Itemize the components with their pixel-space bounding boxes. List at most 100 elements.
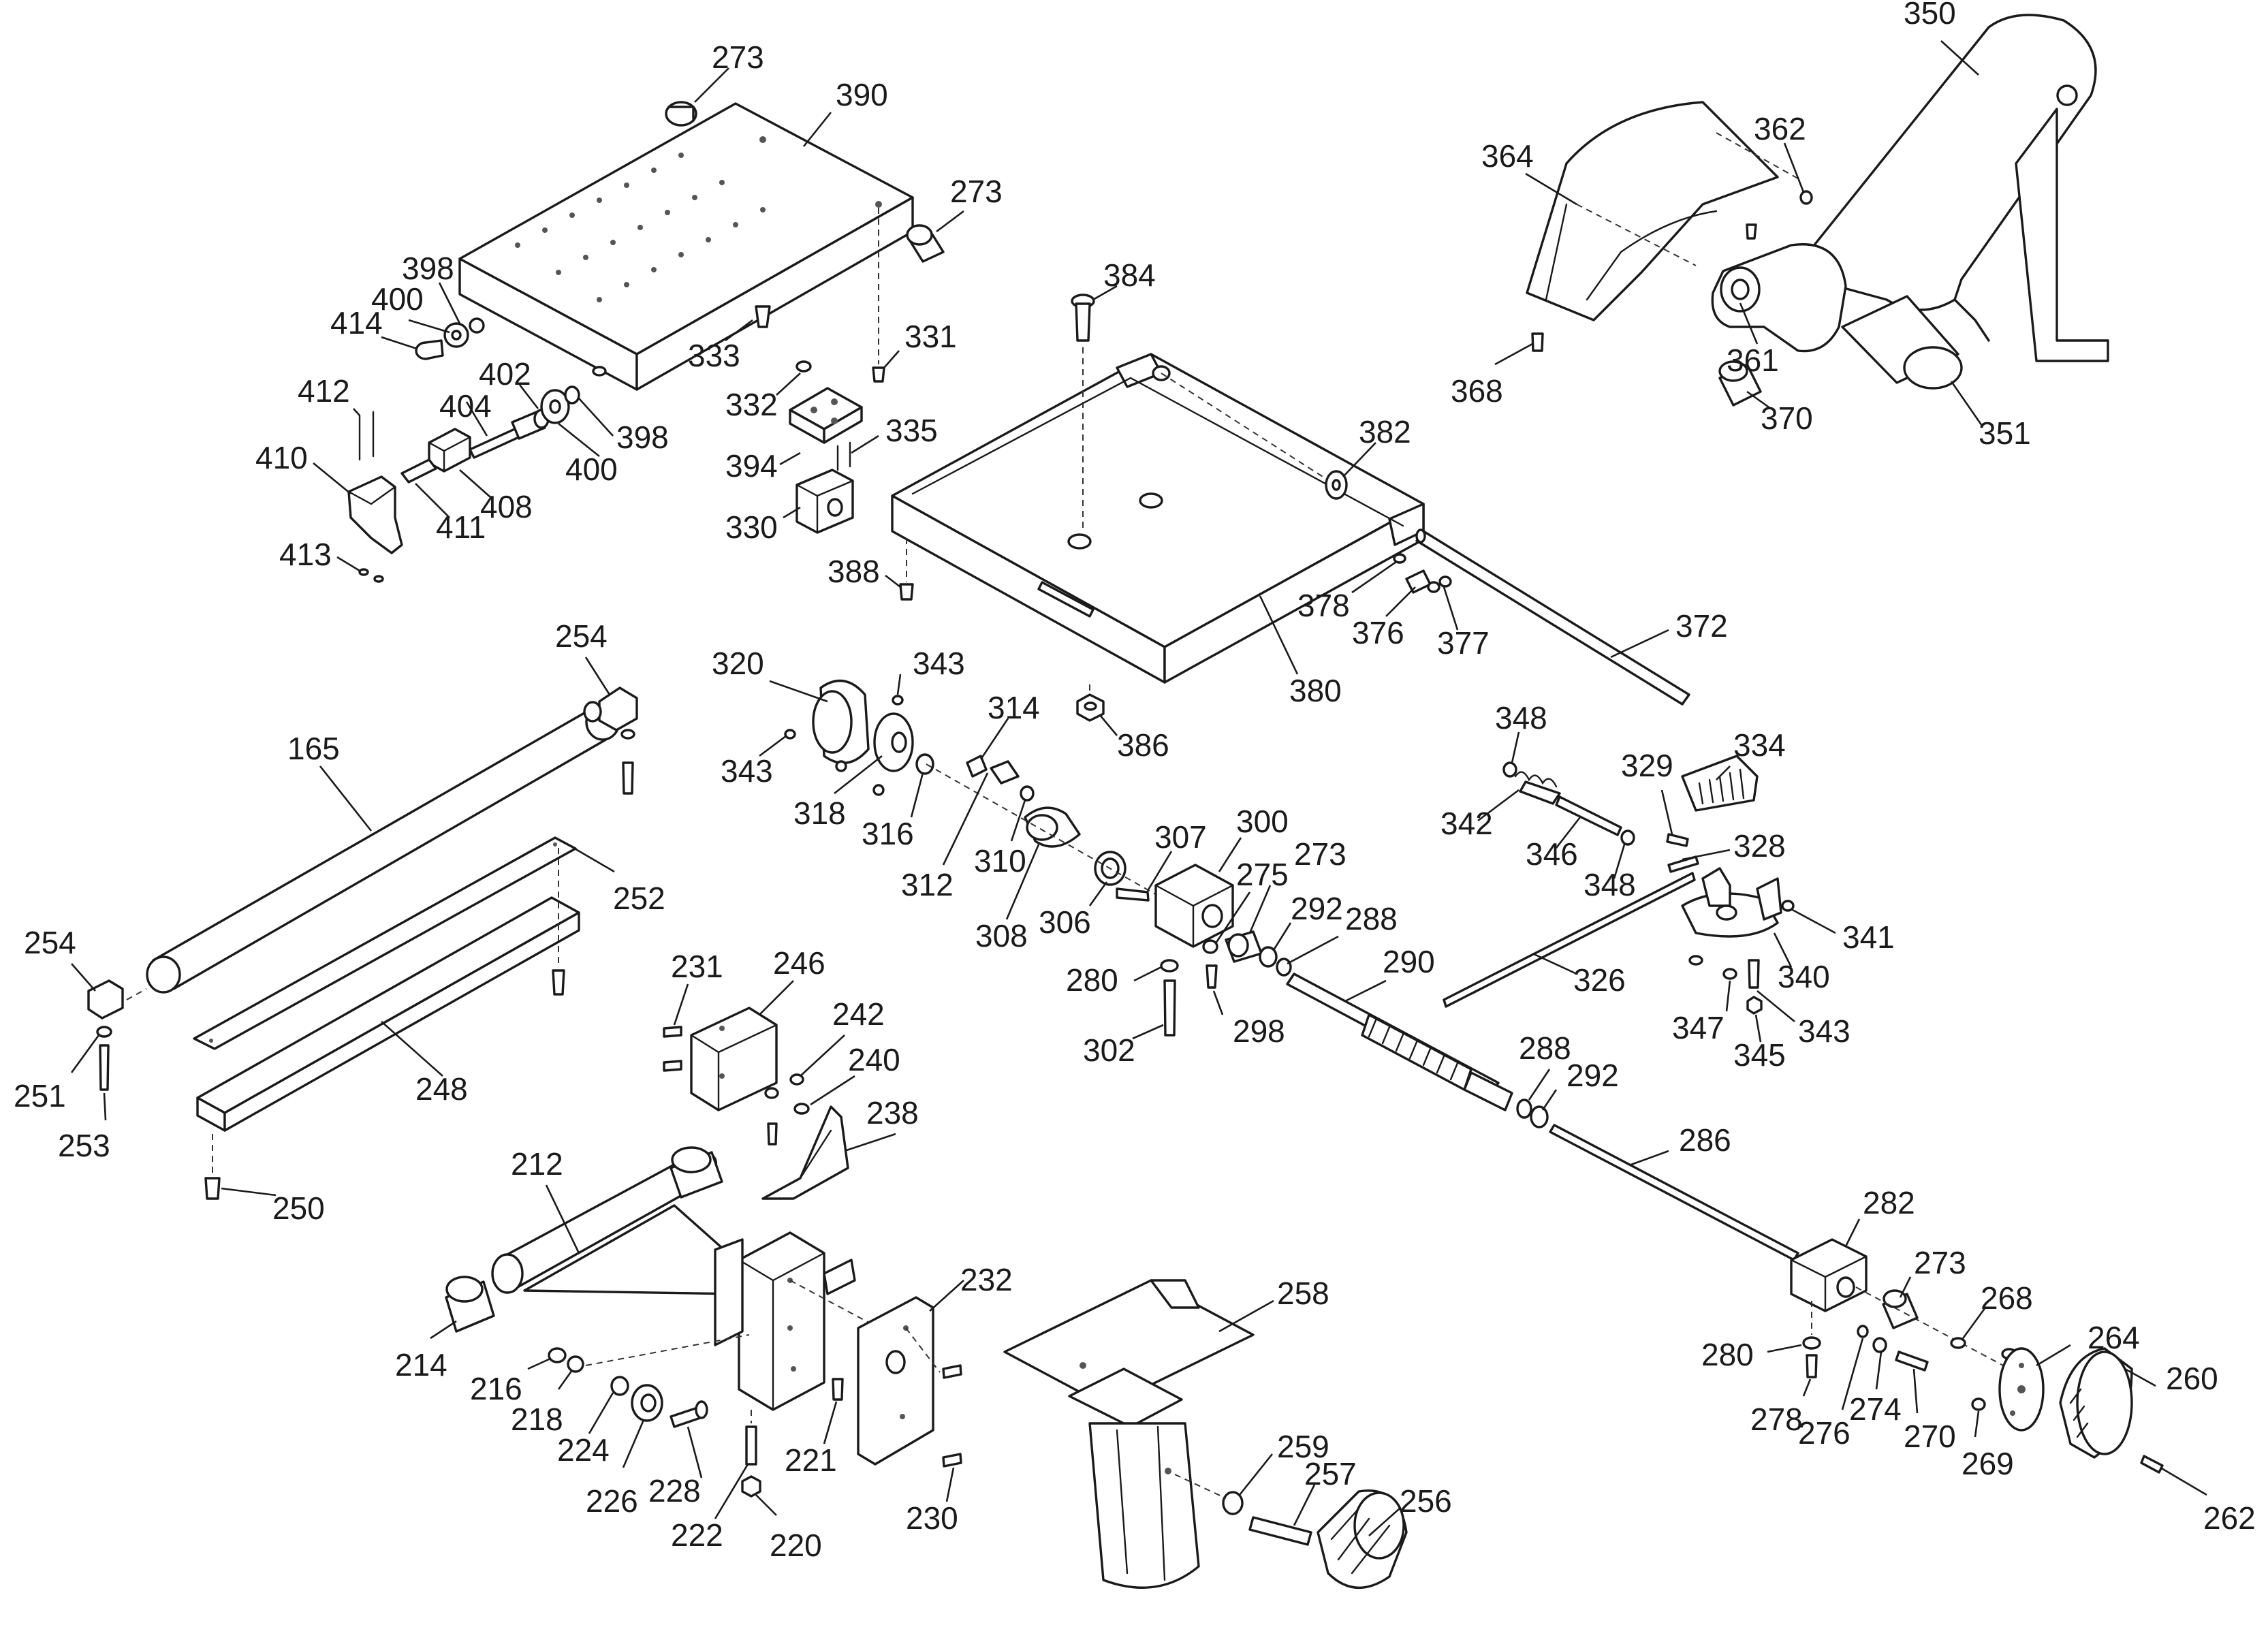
callout-343b: 343 [721, 753, 773, 789]
callout-298: 298 [1233, 1013, 1285, 1049]
callout-348b: 348 [1584, 867, 1636, 902]
callout-273d: 273 [1914, 1245, 1966, 1280]
callout-280b: 280 [1701, 1337, 1754, 1372]
callout-342: 342 [1440, 806, 1493, 841]
callout-377: 377 [1437, 625, 1490, 661]
callout-278: 278 [1750, 1402, 1803, 1437]
callout-275: 275 [1236, 857, 1289, 892]
part-328-pin [1667, 855, 1699, 873]
callout-268: 268 [1981, 1280, 2033, 1316]
callout-242: 242 [832, 996, 885, 1032]
part-280-washer-b [1802, 1336, 1821, 1350]
part-400-washer-b [540, 389, 570, 424]
callout-274: 274 [1849, 1391, 1902, 1427]
part-372-rod [1415, 528, 1690, 706]
callout-276: 276 [1798, 1415, 1850, 1451]
callout-382: 382 [1359, 414, 1411, 449]
callout-216: 216 [470, 1371, 522, 1406]
callout-394: 394 [725, 448, 778, 484]
part-264-disc [1998, 1347, 2045, 1432]
callout-364: 364 [1481, 138, 1534, 174]
part-248-bar [196, 896, 580, 1132]
part-273-bushing-b [906, 224, 945, 263]
callout-320: 320 [712, 646, 764, 681]
callout-238: 238 [866, 1095, 919, 1131]
part-411-bolt [400, 458, 437, 484]
part-290-leadscrew [1286, 973, 1513, 1111]
callout-250: 250 [272, 1190, 325, 1226]
callout-384: 384 [1103, 257, 1156, 293]
part-240-washer [793, 1103, 810, 1115]
callout-273c: 273 [1294, 836, 1346, 872]
part-412-pins [358, 411, 375, 461]
callout-306: 306 [1039, 904, 1091, 940]
part-253-bolt [99, 1044, 110, 1091]
part-347-screws [1688, 955, 1737, 980]
callout-221: 221 [785, 1442, 837, 1478]
callout-labels: 273 390 273 398 400 414 333 331 402 404 … [14, 0, 2256, 1563]
part-292-clip-b [1530, 1105, 1549, 1128]
part-345-nut [1746, 996, 1763, 1015]
callout-262: 262 [2203, 1500, 2256, 1536]
callout-224: 224 [557, 1432, 610, 1468]
callout-257: 257 [1304, 1456, 1357, 1491]
callout-388: 388 [828, 554, 880, 589]
callout-361: 361 [1727, 343, 1779, 378]
callout-413: 413 [279, 537, 332, 572]
part-380-tray [891, 353, 1425, 684]
callout-290: 290 [1383, 944, 1435, 979]
leader-lines [70, 40, 2207, 1536]
callout-269: 269 [1962, 1446, 2014, 1481]
part-230-screws [942, 1364, 962, 1468]
callout-258: 258 [1277, 1276, 1329, 1311]
part-341-screw [1781, 900, 1795, 912]
callout-404: 404 [439, 388, 492, 424]
callout-368: 368 [1451, 373, 1503, 409]
part-288-bushing-a [1276, 958, 1292, 977]
part-254-end-cap-a [583, 686, 638, 731]
part-400-washer-a [443, 322, 469, 348]
part-273-bushing-a [665, 101, 697, 127]
part-298-screw [1206, 964, 1218, 989]
part-308-collar [1024, 806, 1081, 848]
callout-412: 412 [298, 373, 350, 409]
part-278-screw [1806, 1354, 1818, 1378]
callout-398a: 398 [402, 251, 454, 286]
part-232-plate [857, 1296, 934, 1466]
part-302-bolt [1163, 979, 1176, 1037]
callout-292a: 292 [1291, 891, 1343, 926]
part-254-screws [620, 729, 635, 795]
part-364-guard [1526, 101, 1779, 321]
part-320-hub [812, 679, 870, 765]
callout-254a: 254 [555, 618, 608, 654]
part-292-clip-a [1259, 946, 1278, 968]
part-368-pin [1531, 332, 1544, 352]
callout-346: 346 [1526, 836, 1578, 872]
callout-228: 228 [648, 1473, 701, 1508]
part-398-washer-a [469, 317, 485, 334]
part-214-bushing-big [445, 1276, 495, 1333]
part-282-block [1790, 1238, 1868, 1312]
part-410-lever [347, 475, 403, 554]
part-332-screw [796, 360, 812, 373]
part-316-washer [915, 753, 934, 775]
callout-240: 240 [848, 1042, 900, 1077]
callout-226: 226 [586, 1483, 638, 1519]
part-326-rod [1443, 872, 1696, 1008]
part-262-bolt [2140, 1455, 2164, 1474]
part-314-clip [966, 755, 988, 778]
callout-400b: 400 [565, 452, 618, 487]
part-361-bracket [1711, 243, 1847, 353]
callout-411: 411 [436, 509, 486, 545]
callout-307: 307 [1154, 819, 1207, 855]
callout-347: 347 [1672, 1010, 1724, 1045]
callout-288a: 288 [1345, 901, 1398, 936]
part-260-handwheel [2059, 1347, 2133, 1459]
part-346-shaft [1555, 795, 1622, 836]
callout-316: 316 [862, 816, 914, 851]
callout-251: 251 [14, 1078, 66, 1113]
callout-350: 350 [1904, 0, 1956, 31]
callout-318: 318 [793, 795, 846, 831]
part-307-pin [1116, 887, 1150, 902]
